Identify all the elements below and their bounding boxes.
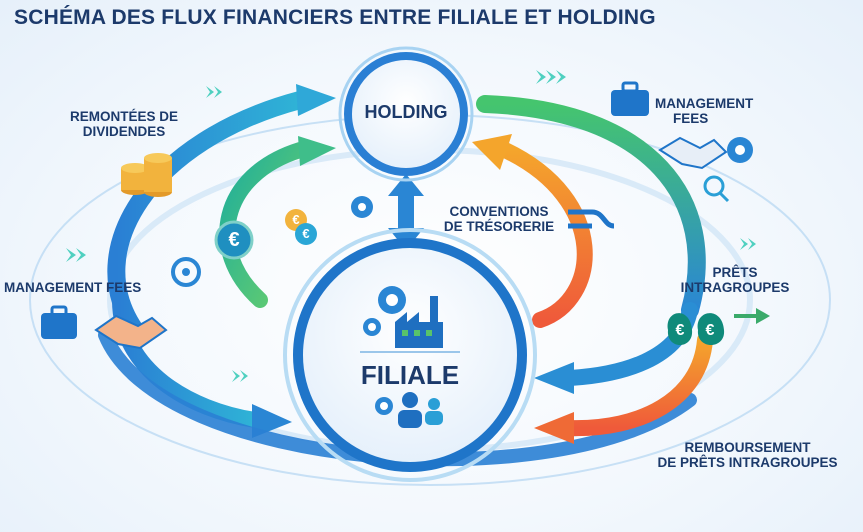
euro-glyph-4: € [675, 322, 685, 339]
factory-icon [395, 296, 443, 348]
connector-arrow-up [388, 174, 424, 196]
holding-node-halo [338, 46, 474, 182]
euro-glyph-5: € [705, 322, 715, 339]
holding-node [344, 52, 468, 176]
euro-glyph-2: € [292, 212, 300, 227]
briefcase-right-icon [611, 81, 649, 116]
arrow-right-small-icon [734, 308, 770, 324]
vertical-connector [398, 192, 414, 232]
coins-icon [121, 153, 172, 197]
arrow-management-fees-right [476, 95, 706, 319]
gear-right-icon [727, 137, 753, 163]
arrow-conventions [497, 142, 593, 328]
label-dividendes-line1: REMONTÉES DE [69, 109, 178, 124]
filiale-node-halo [283, 228, 537, 482]
gear-small-icon [363, 318, 381, 336]
briefcase-left-icon [41, 305, 77, 339]
label-prets: PRÊTS INTRAGROUPES [660, 265, 810, 295]
arrow-remboursement [562, 332, 713, 437]
chevrons-icon [66, 70, 756, 382]
arrowhead-remboursement [534, 412, 574, 444]
holding-label: HOLDING [364, 102, 448, 122]
label-conventions-line1: CONVENTIONS [449, 204, 549, 219]
gear-center-icon [351, 196, 373, 218]
exchange-arrows-icon [568, 209, 615, 229]
label-remboursement: REMBOURSEMENT DE PRÊTS INTRAGROUPES [640, 440, 855, 470]
label-management-fees-left-text: MANAGEMENT FEES [4, 280, 142, 295]
arrowhead-management-fees-left [252, 404, 292, 438]
people-icon [375, 392, 443, 428]
label-prets-line1: PRÊTS [712, 265, 758, 280]
euro-coins-small-icon [285, 209, 317, 245]
euro-coin-icon [214, 220, 254, 260]
label-dividendes: REMONTÉES DE DIVIDENDES [44, 109, 204, 139]
label-management-fees-left: MANAGEMENT FEES [4, 280, 179, 295]
arrowhead-dividendes [296, 84, 336, 116]
label-remboursement-line1: REMBOURSEMENT [684, 440, 811, 455]
money-bags-icon [667, 313, 725, 345]
filiale-node [293, 238, 527, 472]
label-conventions: CONVENTIONS DE TRÉSORERIE [434, 204, 564, 234]
label-remboursement-line2: DE PRÊTS INTRAGROUPES [657, 455, 838, 471]
label-dividendes-line2: DIVIDENDES [82, 124, 166, 140]
label-prets-line2: INTRAGROUPES [680, 280, 790, 296]
handshake-left-icon [94, 314, 168, 350]
label-management-fees-right-line2: FEES [673, 111, 709, 127]
gear-left-icon [171, 257, 201, 287]
euro-glyph-3: € [302, 226, 310, 241]
label-management-fees-right-line1: MANAGEMENT [655, 96, 754, 111]
label-management-fees-right: MANAGEMENT FEES [655, 96, 765, 126]
arrowhead-inner-green [298, 136, 336, 166]
arrowhead-conventions [472, 134, 512, 170]
arrow-inner-green [219, 142, 308, 308]
handshake-right-icon [658, 136, 728, 170]
arrow-management-fees-left [112, 292, 263, 428]
label-conventions-line2: DE TRÉSORERIE [443, 219, 555, 235]
euro-glyph-1: € [228, 229, 240, 251]
magnifier-icon [703, 175, 730, 203]
gear-icon [378, 286, 406, 314]
filiale-label: FILIALE [360, 360, 460, 390]
arrowhead-prets [534, 362, 574, 394]
page-title: SCHÉMA DES FLUX FINANCIERS ENTRE FILIALE… [14, 6, 656, 29]
